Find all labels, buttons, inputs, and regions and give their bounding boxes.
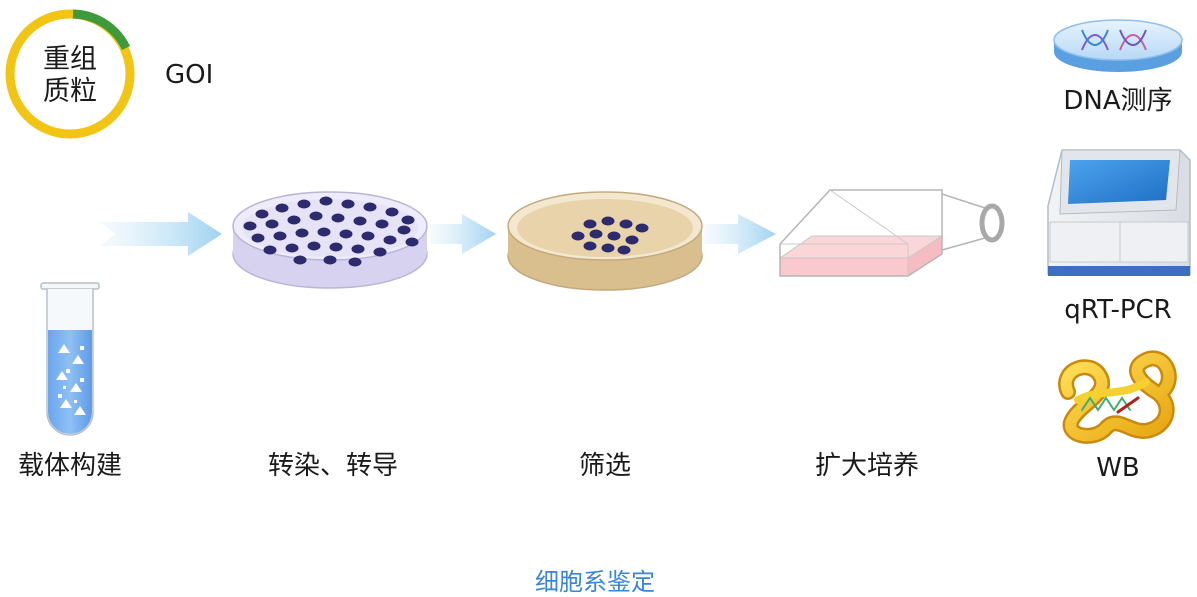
protein-structure-icon bbox=[1058, 350, 1177, 444]
plasmid-label-line2: 质粒 bbox=[43, 76, 97, 107]
cell-dot bbox=[285, 243, 299, 253]
cell-dot bbox=[383, 235, 397, 245]
cell-dot bbox=[583, 241, 597, 251]
plasmid-label: 重组 质粒 bbox=[30, 44, 110, 108]
transfection-dish-icon bbox=[232, 191, 428, 289]
cell-line-identification-title: 细胞系鉴定 bbox=[535, 568, 655, 596]
flow-arrow-1 bbox=[100, 212, 222, 256]
cell-dot bbox=[287, 215, 301, 225]
test-tube-icon bbox=[40, 282, 100, 436]
cell-dot bbox=[351, 244, 365, 254]
cell-dot bbox=[323, 255, 337, 265]
goi-label: GOI bbox=[165, 60, 214, 90]
cell-dot bbox=[309, 211, 323, 221]
cell-dot bbox=[401, 215, 415, 225]
cell-dot bbox=[319, 196, 333, 206]
pcr-machine-icon bbox=[1047, 149, 1191, 276]
cell-dot bbox=[331, 213, 345, 223]
flow-arrow-3 bbox=[704, 214, 776, 254]
flow-arrow-2 bbox=[430, 214, 496, 254]
cell-dot bbox=[243, 221, 257, 231]
cell-dot bbox=[297, 199, 311, 209]
cell-dot bbox=[273, 231, 287, 241]
cell-dot bbox=[607, 231, 621, 241]
cell-dot bbox=[293, 255, 307, 265]
cell-dot bbox=[265, 219, 279, 229]
cell-dot bbox=[571, 231, 585, 241]
cell-dot bbox=[601, 243, 615, 253]
step-label-vector-construction: 载体构建 bbox=[17, 451, 123, 481]
selection-dish-icon bbox=[507, 191, 703, 291]
plasmid-label-line1: 重组 bbox=[43, 44, 97, 75]
plasmid-ring bbox=[5, 9, 135, 139]
cell-dot bbox=[255, 209, 269, 219]
cell-dot bbox=[307, 241, 321, 251]
method-label-dna-sequencing: DNA测序 bbox=[1063, 86, 1173, 116]
dna-sequencing-dish-icon bbox=[1053, 19, 1183, 72]
cell-dot bbox=[275, 203, 289, 213]
cell-dot bbox=[339, 229, 353, 239]
cell-dot bbox=[405, 237, 419, 247]
step-label-transfection: 转染、转导 bbox=[267, 451, 399, 481]
cell-dot bbox=[263, 245, 277, 255]
step-label-expansion: 扩大培养 bbox=[814, 451, 920, 481]
cell-dot bbox=[583, 219, 597, 229]
cell-dot bbox=[385, 207, 399, 217]
method-label-wb: WB bbox=[1096, 453, 1140, 483]
cell-dot bbox=[601, 216, 615, 226]
cell-dot bbox=[397, 225, 411, 235]
cell-dot bbox=[363, 202, 377, 212]
cell-dot bbox=[361, 231, 375, 241]
cell-dot bbox=[317, 227, 331, 237]
cell-dot bbox=[295, 228, 309, 238]
cell-dot bbox=[375, 219, 389, 229]
method-label-qrt-pcr: qRT-PCR bbox=[1064, 295, 1172, 325]
cell-dot bbox=[617, 245, 631, 255]
cell-dot bbox=[251, 233, 265, 243]
step-label-selection: 筛选 bbox=[578, 451, 632, 481]
cell-dot bbox=[373, 247, 387, 257]
cell-dot bbox=[589, 229, 603, 239]
culture-flask-icon bbox=[778, 189, 1005, 277]
cell-dot bbox=[619, 219, 633, 229]
cell-dot bbox=[353, 216, 367, 226]
cell-dot bbox=[341, 199, 355, 209]
cell-dot bbox=[329, 242, 343, 252]
cell-dot bbox=[348, 257, 362, 267]
cell-dot bbox=[625, 235, 639, 245]
cell-dot bbox=[635, 223, 649, 233]
